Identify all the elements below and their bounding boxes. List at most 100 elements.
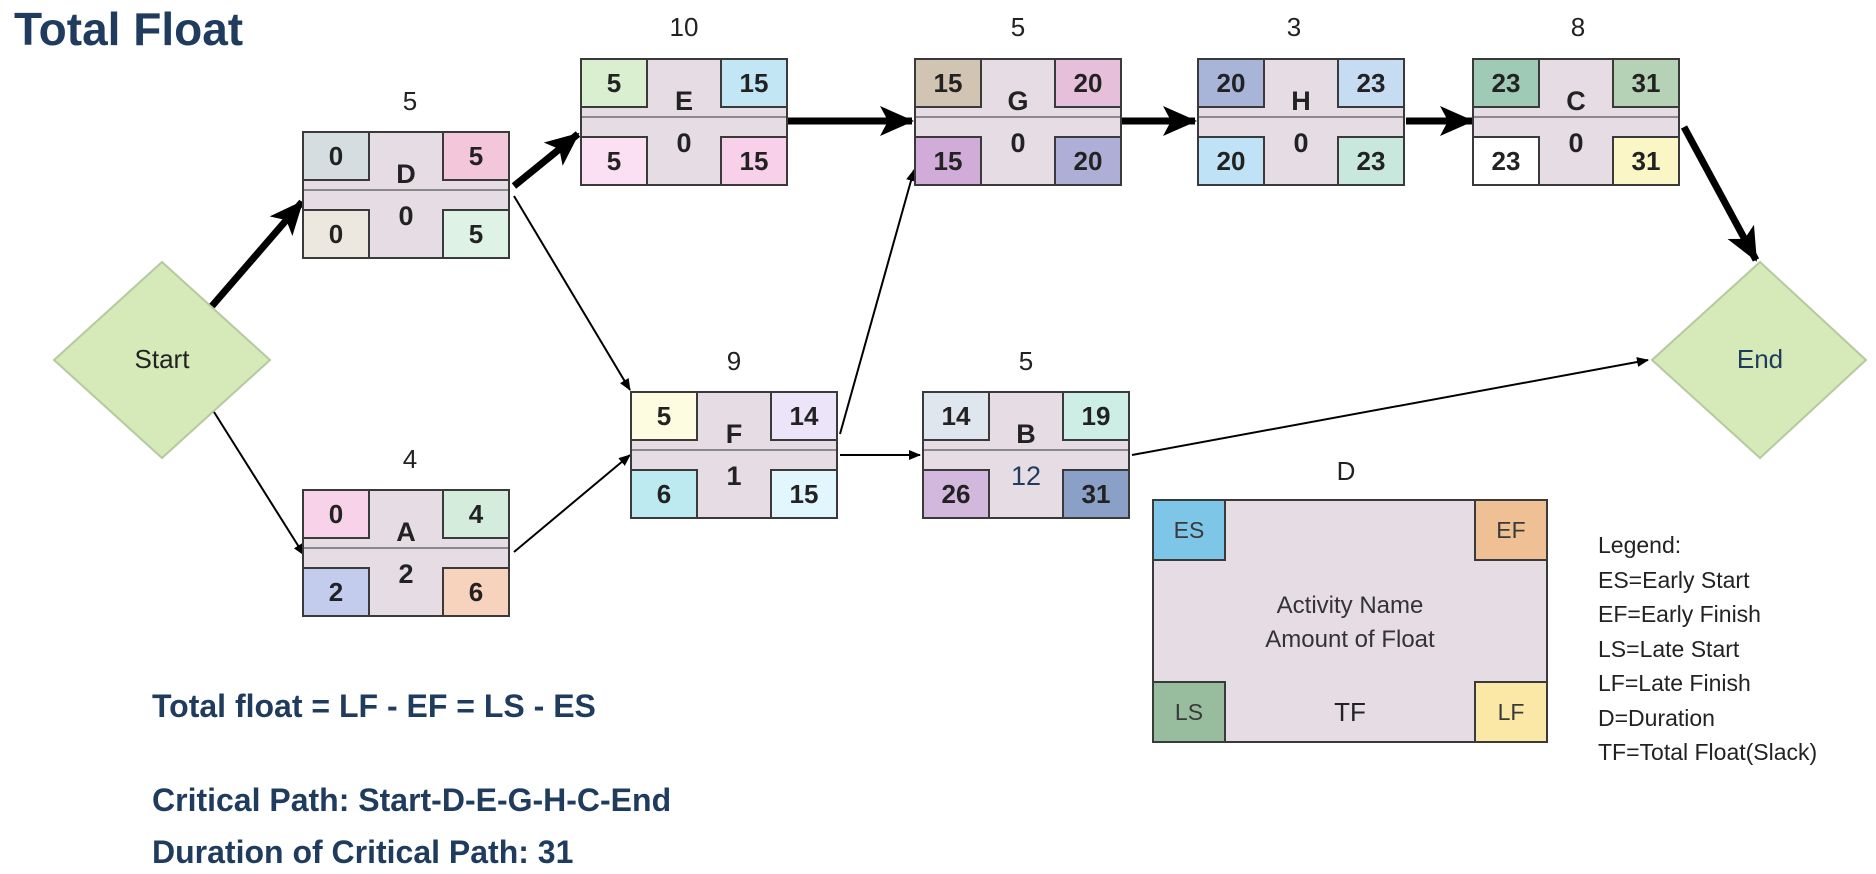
total-float-formula: Total float = LF - EF = LS - ES: [152, 688, 596, 724]
legend-lf-cell: LF: [1474, 681, 1546, 741]
activity-name: G: [1007, 86, 1029, 116]
activity-node-e: 5 15 5 15 E 0: [580, 58, 788, 186]
legend-ls-cell: LS: [1154, 681, 1226, 741]
ls-cell: 2: [304, 567, 370, 615]
ls-cell: 6: [632, 469, 698, 517]
ls-cell: 26: [924, 469, 990, 517]
legend-item: ES=Early Start: [1598, 566, 1750, 593]
ls-cell: 15: [916, 136, 982, 184]
arrow-b-to-end: [1131, 357, 1649, 456]
node-divider: [304, 189, 508, 191]
node-divider: [632, 449, 836, 451]
legend-list: Legend: ES=Early Start EF=Early Finish L…: [1598, 528, 1817, 770]
activity-node-b: 14 19 26 31 B 12: [922, 391, 1130, 519]
total-float: 1: [726, 461, 742, 491]
legend-tf-label: TF: [1334, 697, 1366, 727]
total-float: 0: [1010, 128, 1026, 158]
ef-cell: 23: [1337, 60, 1403, 108]
total-float: 0: [398, 201, 414, 231]
arrow-a-to-f: [513, 454, 631, 553]
critical-path-text: Critical Path: Start-D-E-G-H-C-End: [152, 782, 672, 818]
es-cell: 23: [1474, 60, 1540, 108]
duration-c: 8: [1570, 12, 1586, 42]
legend-item: TF=Total Float(Slack): [1598, 739, 1818, 765]
legend-item: LF=Late Finish: [1598, 670, 1751, 696]
es-cell: 0: [304, 133, 370, 181]
end-diamond: [1650, 260, 1868, 460]
activity-name: C: [1566, 86, 1586, 116]
legend-item: D=Duration: [1598, 704, 1715, 731]
activity-node-c: 23 31 23 31 C 0: [1472, 58, 1680, 186]
duration-f: 9: [726, 346, 742, 376]
total-float: 0: [676, 128, 692, 158]
activity-name: B: [1016, 419, 1036, 449]
activity-name: A: [396, 517, 416, 547]
start-label: Start: [134, 344, 190, 374]
total-float: 0: [1293, 128, 1309, 158]
total-float: 2: [398, 559, 414, 589]
node-divider: [924, 449, 1128, 451]
node-divider: [582, 116, 786, 118]
ef-cell: 19: [1062, 393, 1128, 441]
ls-cell: 0: [304, 209, 370, 257]
total-float: 12: [1010, 461, 1042, 491]
start-diamond: [52, 260, 272, 460]
legend-item: LS=Late Start: [1598, 635, 1740, 662]
duration-a: 4: [402, 444, 418, 474]
duration-b: 5: [1018, 346, 1034, 376]
legend-amount-of-float: Amount of Float: [1265, 626, 1435, 653]
ef-cell: 20: [1054, 60, 1120, 108]
activity-node-g: 15 20 15 20 G 0: [914, 58, 1122, 186]
ls-cell: 20: [1199, 136, 1265, 184]
ls-cell: 23: [1474, 136, 1540, 184]
activity-name: D: [396, 159, 416, 189]
es-cell: 20: [1199, 60, 1265, 108]
ef-cell: 31: [1612, 60, 1678, 108]
duration-g: 5: [1010, 12, 1026, 42]
activity-name: H: [1291, 86, 1311, 116]
activity-name: F: [725, 419, 743, 449]
arrow-start-to-d: [209, 199, 305, 309]
lf-cell: 15: [720, 136, 786, 184]
node-divider: [1474, 116, 1678, 118]
arrow-start-to-a: [213, 411, 305, 556]
node-divider: [304, 547, 508, 549]
lf-cell: 20: [1054, 136, 1120, 184]
arrow-d-to-e: [511, 131, 581, 189]
legend-heading: Legend:: [1598, 532, 1682, 558]
critical-path-duration: Duration of Critical Path: 31: [152, 834, 574, 870]
ef-cell: 4: [442, 491, 508, 539]
legend-item: EF=Early Finish: [1598, 601, 1761, 627]
ef-cell: 5: [442, 133, 508, 181]
lf-cell: 31: [1612, 136, 1678, 184]
ef-cell: 15: [720, 60, 786, 108]
arrow-c-to-end: [1680, 125, 1760, 262]
lf-cell: 23: [1337, 136, 1403, 184]
arrow-d-to-f: [513, 195, 631, 391]
page-title: Total Float: [14, 3, 244, 55]
end-label: End: [1736, 344, 1784, 374]
legend-ef-cell: EF: [1474, 501, 1546, 561]
duration-h: 3: [1286, 12, 1302, 42]
es-cell: 14: [924, 393, 990, 441]
activity-name: E: [674, 86, 693, 116]
duration-e: 10: [669, 12, 699, 42]
es-cell: 5: [582, 60, 648, 108]
lf-cell: 5: [442, 209, 508, 257]
ls-cell: 5: [582, 136, 648, 184]
legend-duration-label: D: [1336, 456, 1356, 486]
activity-node-h: 20 23 20 23 H 0: [1197, 58, 1405, 186]
activity-node-f: 5 14 6 15 F 1: [630, 391, 838, 519]
arrow-f-to-g: [839, 169, 916, 435]
activity-node-a: 0 4 2 6 A 2: [302, 489, 510, 617]
legend-activity-name: Activity Name: [1276, 592, 1424, 619]
lf-cell: 6: [442, 567, 508, 615]
legend-center-text: Activity Name Amount of Float: [1234, 589, 1466, 657]
es-cell: 0: [304, 491, 370, 539]
duration-d: 5: [402, 86, 418, 116]
lf-cell: 31: [1062, 469, 1128, 517]
total-float: 0: [1568, 128, 1584, 158]
activity-node-d: 0 5 0 5 D 0: [302, 131, 510, 259]
